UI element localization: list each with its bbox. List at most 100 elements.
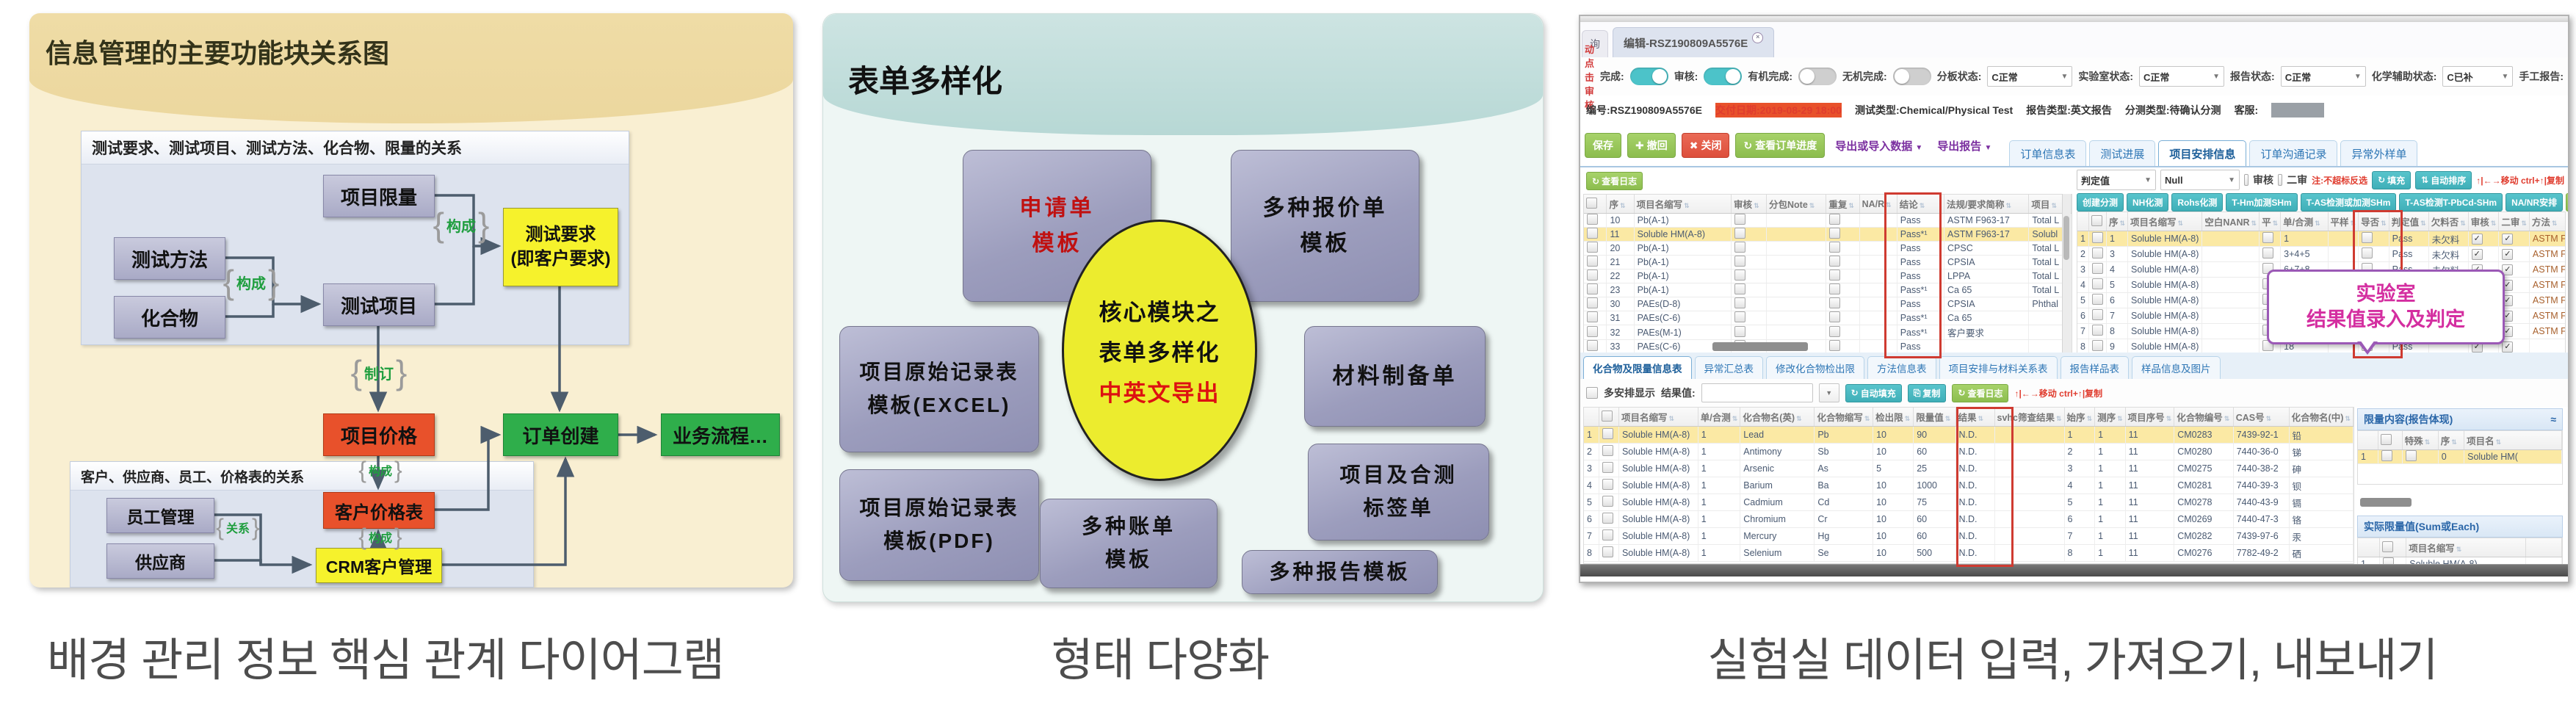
export-import-data-menu[interactable]: 导出或导入数据 ▼ bbox=[1835, 140, 1923, 153]
toggle-complete[interactable] bbox=[1629, 68, 1668, 85]
checkbox[interactable] bbox=[1587, 256, 1598, 267]
checkbox[interactable] bbox=[1587, 270, 1598, 281]
checkbox[interactable] bbox=[1602, 496, 1613, 507]
vertical-scrollbar[interactable] bbox=[2062, 194, 2071, 352]
column-header[interactable]: 欠料否⇅ bbox=[2428, 212, 2469, 231]
column-header[interactable]: 项目名缩写⇅ bbox=[2127, 212, 2203, 231]
checkbox[interactable] bbox=[1601, 410, 1613, 422]
bottom-tab-0[interactable]: 化合物及限量信息表 bbox=[1583, 356, 1692, 379]
checkbox[interactable] bbox=[2362, 247, 2373, 258]
select-null[interactable]: Null▼ bbox=[2160, 170, 2240, 190]
test-action-button-6[interactable]: NA/NR安排 bbox=[2506, 192, 2564, 212]
checkbox-checked[interactable]: ✓ bbox=[2502, 341, 2514, 352]
checkbox-checked[interactable]: ✓ bbox=[2502, 249, 2514, 260]
column-header[interactable] bbox=[2358, 431, 2378, 450]
column-header[interactable] bbox=[2379, 538, 2407, 557]
checkbox[interactable] bbox=[1829, 270, 1841, 281]
checkbox[interactable] bbox=[1587, 214, 1598, 225]
tab-edit-order[interactable]: 编辑-RSZ190809A5576E × bbox=[1613, 27, 1775, 57]
column-header[interactable]: 始序⇅ bbox=[2064, 408, 2096, 427]
checkbox[interactable] bbox=[1829, 242, 1841, 253]
column-header[interactable]: 平⇅ bbox=[2259, 212, 2282, 231]
recall-button[interactable]: ✚撤回 bbox=[1627, 133, 1676, 158]
checkbox[interactable] bbox=[1587, 242, 1598, 253]
actual-limit-header[interactable]: 实际限量值(Sum或Each) bbox=[2357, 516, 2563, 538]
bottom-tab-1[interactable]: 异常汇总表 bbox=[1694, 356, 1763, 379]
checkbox[interactable] bbox=[1602, 462, 1613, 473]
main-tab-4[interactable]: 异常外样单 bbox=[2340, 140, 2418, 166]
view-log-button-2[interactable]: ↻查看日志 bbox=[2566, 192, 2568, 212]
horizontal-scrollbar-thumb[interactable] bbox=[1712, 342, 1808, 351]
result-value-input[interactable] bbox=[1701, 383, 1813, 402]
column-header[interactable]: 结果⇅ bbox=[1955, 408, 1995, 427]
column-header[interactable]: 空白NANR⇅ bbox=[2201, 212, 2260, 231]
column-header[interactable]: 序⇅ bbox=[1606, 195, 1635, 214]
multi-display-checkbox[interactable] bbox=[1586, 387, 1598, 399]
checkbox[interactable] bbox=[2380, 433, 2392, 445]
checkbox[interactable] bbox=[1602, 428, 1613, 439]
select-judge-value[interactable]: 判定值▼ bbox=[2077, 170, 2156, 190]
select-lab-status[interactable]: C正常▼ bbox=[2139, 66, 2225, 87]
column-header[interactable]: 项目名缩写⇅ bbox=[1634, 195, 1732, 214]
limit-content-header[interactable]: 限量内容(报告体现) ≈ bbox=[2357, 408, 2563, 430]
export-report-menu[interactable]: 导出报告 ▼ bbox=[1937, 140, 1992, 153]
column-header[interactable]: 分包Note⇅ bbox=[1766, 195, 1827, 214]
column-header[interactable]: svhc筛查结果⇅ bbox=[1994, 408, 2065, 427]
checkbox[interactable] bbox=[1587, 311, 1598, 322]
checkbox[interactable] bbox=[2091, 325, 2103, 336]
checkbox[interactable] bbox=[1734, 297, 1746, 308]
checkbox[interactable] bbox=[2091, 309, 2103, 320]
checkbox[interactable] bbox=[2262, 232, 2274, 243]
autosort-button[interactable]: ⇅自动排序 bbox=[2415, 170, 2472, 189]
checkbox[interactable] bbox=[2381, 450, 2392, 461]
test-action-button-0[interactable]: 创建分测 bbox=[2077, 192, 2124, 212]
audit-checkbox[interactable] bbox=[2244, 174, 2249, 186]
checkbox-checked[interactable]: ✓ bbox=[2502, 280, 2514, 291]
fill-button[interactable]: ↻填充 bbox=[2372, 170, 2412, 189]
checkbox[interactable] bbox=[1587, 325, 1598, 337]
column-header[interactable]: 单/合测⇅ bbox=[2280, 212, 2329, 231]
checkbox[interactable] bbox=[2262, 247, 2274, 258]
column-header[interactable]: 结论⇅ bbox=[1897, 195, 1945, 214]
view-order-progress-button[interactable]: ↻查看订单进度 bbox=[1735, 133, 1826, 158]
column-header[interactable]: CAS号⇅ bbox=[2233, 408, 2290, 427]
checkbox[interactable] bbox=[2091, 340, 2103, 351]
checkbox[interactable] bbox=[2091, 294, 2103, 305]
checkbox[interactable] bbox=[2091, 247, 2103, 258]
column-header[interactable]: 平样⇅ bbox=[2328, 212, 2359, 231]
checkbox[interactable] bbox=[1734, 228, 1746, 239]
column-header[interactable]: 序⇅ bbox=[2106, 212, 2129, 231]
column-header[interactable] bbox=[1584, 408, 1599, 427]
window-bottom-scrollbar[interactable] bbox=[1580, 564, 2568, 576]
checkbox[interactable] bbox=[1734, 325, 1746, 337]
column-header[interactable]: 项目序号⇅ bbox=[2125, 408, 2175, 427]
checkbox[interactable] bbox=[2382, 540, 2394, 552]
checkbox[interactable] bbox=[1587, 228, 1598, 239]
checkbox[interactable] bbox=[1587, 340, 1598, 351]
checkbox[interactable] bbox=[1602, 513, 1613, 524]
checkbox[interactable] bbox=[1829, 297, 1841, 308]
column-header[interactable]: 法规/要求简称⇅ bbox=[1944, 195, 2030, 214]
main-tab-2[interactable]: 项目安排信息 bbox=[2158, 140, 2247, 166]
column-header[interactable]: 化合物名(中)⇅ bbox=[2289, 408, 2354, 427]
bottom-tab-6[interactable]: 样品信息及图片 bbox=[2132, 356, 2221, 379]
view-log-button-3[interactable]: ↻查看日志 bbox=[1952, 383, 2009, 402]
checkbox[interactable] bbox=[1734, 283, 1746, 294]
horizontal-scrollbar-thumb[interactable] bbox=[2360, 498, 2412, 507]
test-action-button-1[interactable]: NH化测 bbox=[2127, 192, 2169, 212]
test-action-button-5[interactable]: T-AS检测T-PbCd-SHm bbox=[2399, 192, 2503, 212]
checkbox[interactable] bbox=[2091, 214, 2102, 226]
column-header[interactable]: 化合物编号⇅ bbox=[2174, 408, 2234, 427]
checkbox[interactable] bbox=[1586, 197, 1597, 209]
